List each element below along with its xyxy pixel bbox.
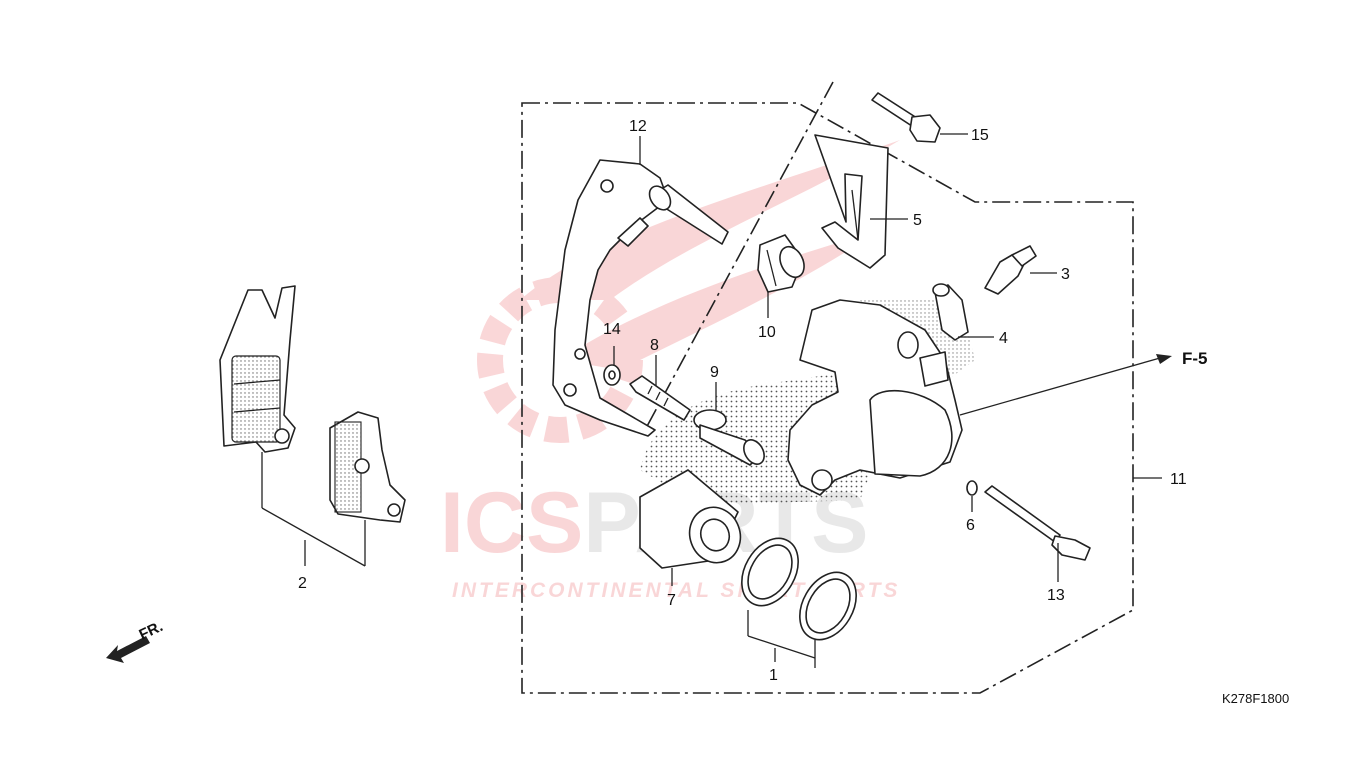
callout-9: 9 — [710, 364, 719, 381]
callout-13: 13 — [1047, 587, 1065, 604]
pad-pin — [984, 485, 1091, 561]
brake-pad-outer — [219, 285, 296, 453]
kit-boundary-dashed — [521, 102, 1134, 694]
front-direction-marker: FR. — [106, 618, 166, 663]
callout-15: 15 — [971, 127, 989, 144]
callout-2: 2 — [298, 575, 307, 592]
piston-seals — [741, 537, 857, 641]
diagram-code: K278F1800 — [1222, 691, 1289, 706]
callout-11: 11 — [1170, 471, 1187, 488]
bleeder-cap — [932, 283, 969, 341]
callout-5: 5 — [913, 212, 922, 229]
bleeder-screw — [984, 245, 1037, 295]
pad-spring — [814, 134, 889, 269]
front-arrow-icon — [106, 636, 150, 663]
callout-8: 8 — [650, 337, 659, 354]
callout-10: 10 — [758, 324, 776, 341]
bushing — [603, 364, 621, 386]
leader-lines — [261, 133, 1172, 668]
brake-pad-inner — [329, 411, 406, 523]
watermark: ICSPARTS INTERCONTINENTAL SPORT PARTS — [440, 140, 900, 602]
slide-pin-upper — [648, 184, 729, 245]
kit-divider-dashed — [644, 81, 834, 431]
callout-6: 6 — [966, 517, 975, 534]
callout-7: 7 — [667, 592, 676, 609]
watermark-brand: ICSPARTS — [440, 475, 868, 571]
o-ring — [966, 480, 978, 496]
callout-1: 1 — [769, 667, 778, 684]
callout-3: 3 — [1061, 266, 1070, 283]
callout-4: 4 — [999, 330, 1008, 347]
watermark-brand-red: ICS — [440, 475, 583, 571]
caliper-piston — [639, 469, 742, 569]
callout-12: 12 — [629, 118, 647, 135]
mounting-bolt — [871, 92, 941, 143]
caliper-body — [787, 299, 963, 496]
caliper-pin — [693, 409, 765, 466]
slide-bolt — [629, 375, 691, 421]
reference-label: F-5 — [1182, 349, 1208, 368]
callout-14: 14 — [603, 321, 621, 338]
front-marker-label: FR. — [137, 618, 166, 644]
pin-boot — [757, 234, 805, 293]
